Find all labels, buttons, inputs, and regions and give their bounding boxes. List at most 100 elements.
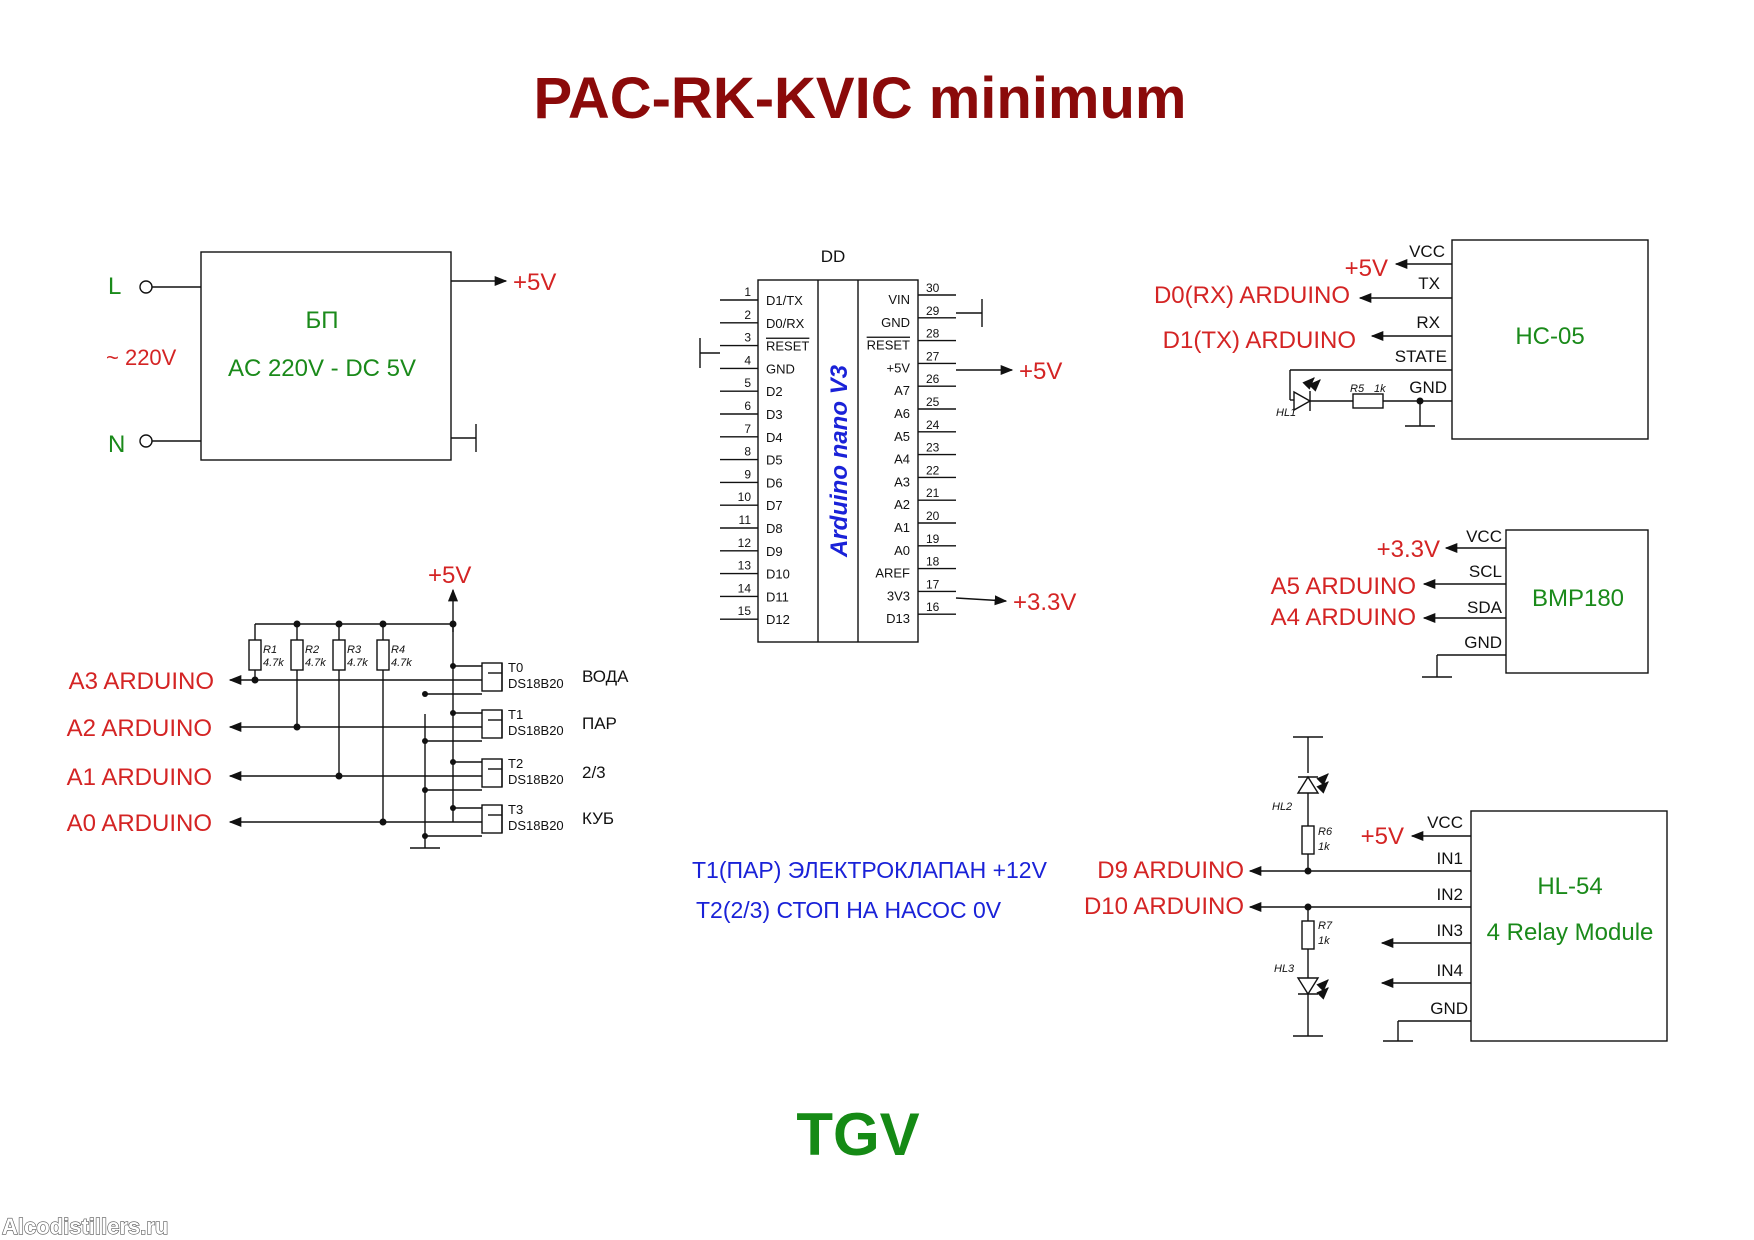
arduino-box <box>757 279 919 643</box>
hc05-pin-gnd: GND <box>1409 378 1447 397</box>
bmp180-scl-label: A5 ARDUINO <box>1271 573 1416 600</box>
arduino-pin-number: 9 <box>744 467 751 481</box>
relay-in2-label: D10 ARDUINO <box>1084 893 1244 920</box>
pull-up-resistor-icon <box>248 639 262 671</box>
sensor-ref: T3 <box>508 802 523 817</box>
arduino-pin-name: D2 <box>766 384 783 399</box>
psu-voltage-label: ~ 220V <box>106 345 177 370</box>
sensor-part: DS18B20 <box>508 676 564 691</box>
resistor-r5-icon <box>1352 393 1384 409</box>
power-supply: L N ~ 220V БП AC 220V - DC 5V +5V <box>106 251 556 461</box>
arduino-pin-name: D9 <box>766 544 783 559</box>
sensor-signal-label: A3 ARDUINO <box>69 668 214 695</box>
sensor-supply-label: +5V <box>428 562 471 589</box>
arduino-pin-number: 30 <box>926 281 940 295</box>
arduino-pin-name: A4 <box>894 452 910 467</box>
arduino-pin-number: 25 <box>926 395 940 409</box>
relay-note-1: T1(ПАР) ЭЛЕКТРОКЛАПАН +12V <box>692 857 1048 883</box>
resistor-ref: R2 <box>305 644 319 656</box>
arduino-pin-name: D3 <box>766 407 783 422</box>
led-hl1-icon <box>1293 390 1312 412</box>
hc05-pin-state: STATE <box>1395 347 1447 366</box>
psu-line-n-label: N <box>108 431 125 458</box>
relay-led-bot-ref: HL3 <box>1274 963 1295 975</box>
resistor-value: 4.7k <box>263 657 284 669</box>
page-title: PAC-RK-KVIC minimum <box>533 66 1186 131</box>
resistor-r7-icon <box>1301 920 1315 950</box>
hc05-rx-label: D1(TX) ARDUINO <box>1163 327 1356 354</box>
hc05-resistor-ref: R5 <box>1350 383 1365 395</box>
arduino-pin-number: 20 <box>926 509 940 523</box>
relay-pin-in4: IN4 <box>1437 961 1463 980</box>
arduino-pin-name: D13 <box>886 611 910 626</box>
bmp180-name: BMP180 <box>1532 585 1624 612</box>
relay-box <box>1470 810 1668 1042</box>
hc05-tx-label: D0(RX) ARDUINO <box>1154 282 1350 309</box>
relay-subtitle: 4 Relay Module <box>1487 919 1654 946</box>
arduino-pin-name: D4 <box>766 430 783 445</box>
hc05-resistor-value: 1k <box>1374 383 1386 395</box>
psu-box <box>200 251 452 461</box>
psu-name: БП <box>306 307 339 334</box>
pull-up-resistor-icon <box>332 639 346 671</box>
sensor-location: КУБ <box>582 809 614 828</box>
ds18b20-sensor-icon <box>481 758 503 788</box>
arduino-pin-number: 16 <box>926 600 940 614</box>
relay-note-2: T2(2/3) СТОП НА НАСОС 0V <box>696 897 1002 923</box>
arduino-pin-number: 8 <box>744 445 751 459</box>
resistor-r6-icon <box>1301 825 1315 855</box>
arduino-pin-name: D7 <box>766 498 783 513</box>
pull-up-resistor-icon <box>290 639 304 671</box>
sensor-part: DS18B20 <box>508 772 564 787</box>
arduino-pin-name: A3 <box>894 474 910 489</box>
resistor-ref: R3 <box>347 644 362 656</box>
arduino-pin-name: D11 <box>766 589 789 604</box>
relay-r-top-value: 1k <box>1318 841 1330 853</box>
hc05-pin-tx: TX <box>1418 274 1440 293</box>
arduino-pin-number: 11 <box>739 513 752 527</box>
psu-spec: AC 220V - DC 5V <box>228 355 416 382</box>
hc05-box <box>1451 239 1649 440</box>
sensor-signal-label: A2 ARDUINO <box>67 715 212 742</box>
arduino-pin-number: 4 <box>744 353 751 367</box>
hc05-name: HC-05 <box>1515 323 1584 350</box>
ds18b20-sensor-icon <box>481 662 503 692</box>
sensor-part: DS18B20 <box>508 723 564 738</box>
arduino-pin-name: A6 <box>894 406 910 421</box>
relay-pin-gnd: GND <box>1430 999 1468 1018</box>
arduino-pin-number: 19 <box>926 532 940 546</box>
arduino-pin-number: 27 <box>926 349 940 363</box>
arduino-designator: DD <box>821 247 846 266</box>
arduino-pin-number: 26 <box>926 372 940 386</box>
terminal-n-icon <box>139 434 153 448</box>
hc05-pin-rx: RX <box>1416 313 1440 332</box>
arduino-pin-name: D12 <box>766 612 790 627</box>
pull-up-resistor-icon <box>376 639 390 671</box>
ds18b20-sensor-icon <box>481 804 503 834</box>
arduino-pin-name: RESET <box>867 338 910 353</box>
sensor-location: 2/3 <box>582 763 606 782</box>
bmp180-sda-label: A4 ARDUINO <box>1271 604 1416 631</box>
arduino-pin-number: 24 <box>926 418 940 432</box>
arduino-pin-number: 2 <box>744 308 751 322</box>
arduino-pin-name: VIN <box>888 292 910 307</box>
sensor-signal-label: A1 ARDUINO <box>67 764 212 791</box>
footer-author: TGV <box>796 1101 919 1168</box>
hc05-led-ref: HL1 <box>1276 407 1296 419</box>
sensor-ref: T1 <box>508 707 523 722</box>
resistor-ref: R1 <box>263 644 277 656</box>
relay-pin-vcc: VCC <box>1427 813 1463 832</box>
hc05-module: HC-05 VCC TX RX STATE GND +5V D0(RX) ARD… <box>1154 239 1649 440</box>
arduino-pin-number: 6 <box>744 399 751 413</box>
arduino-pin-name: A7 <box>894 383 910 398</box>
arduino-nano: DD Arduino nano V3 1D1/TX2D0/RX3RESET4GN… <box>699 247 1076 643</box>
arduino-pin-name: 3V3 <box>887 588 910 603</box>
hc05-vcc-label: +5V <box>1345 255 1388 282</box>
arduino-pin-number: 15 <box>738 604 752 618</box>
arduino-pin-number: 29 <box>926 304 940 318</box>
arduino-pin-name: AREF <box>875 566 910 581</box>
resistor-value: 4.7k <box>391 657 412 669</box>
arduino-5v-label: +5V <box>1019 358 1062 385</box>
